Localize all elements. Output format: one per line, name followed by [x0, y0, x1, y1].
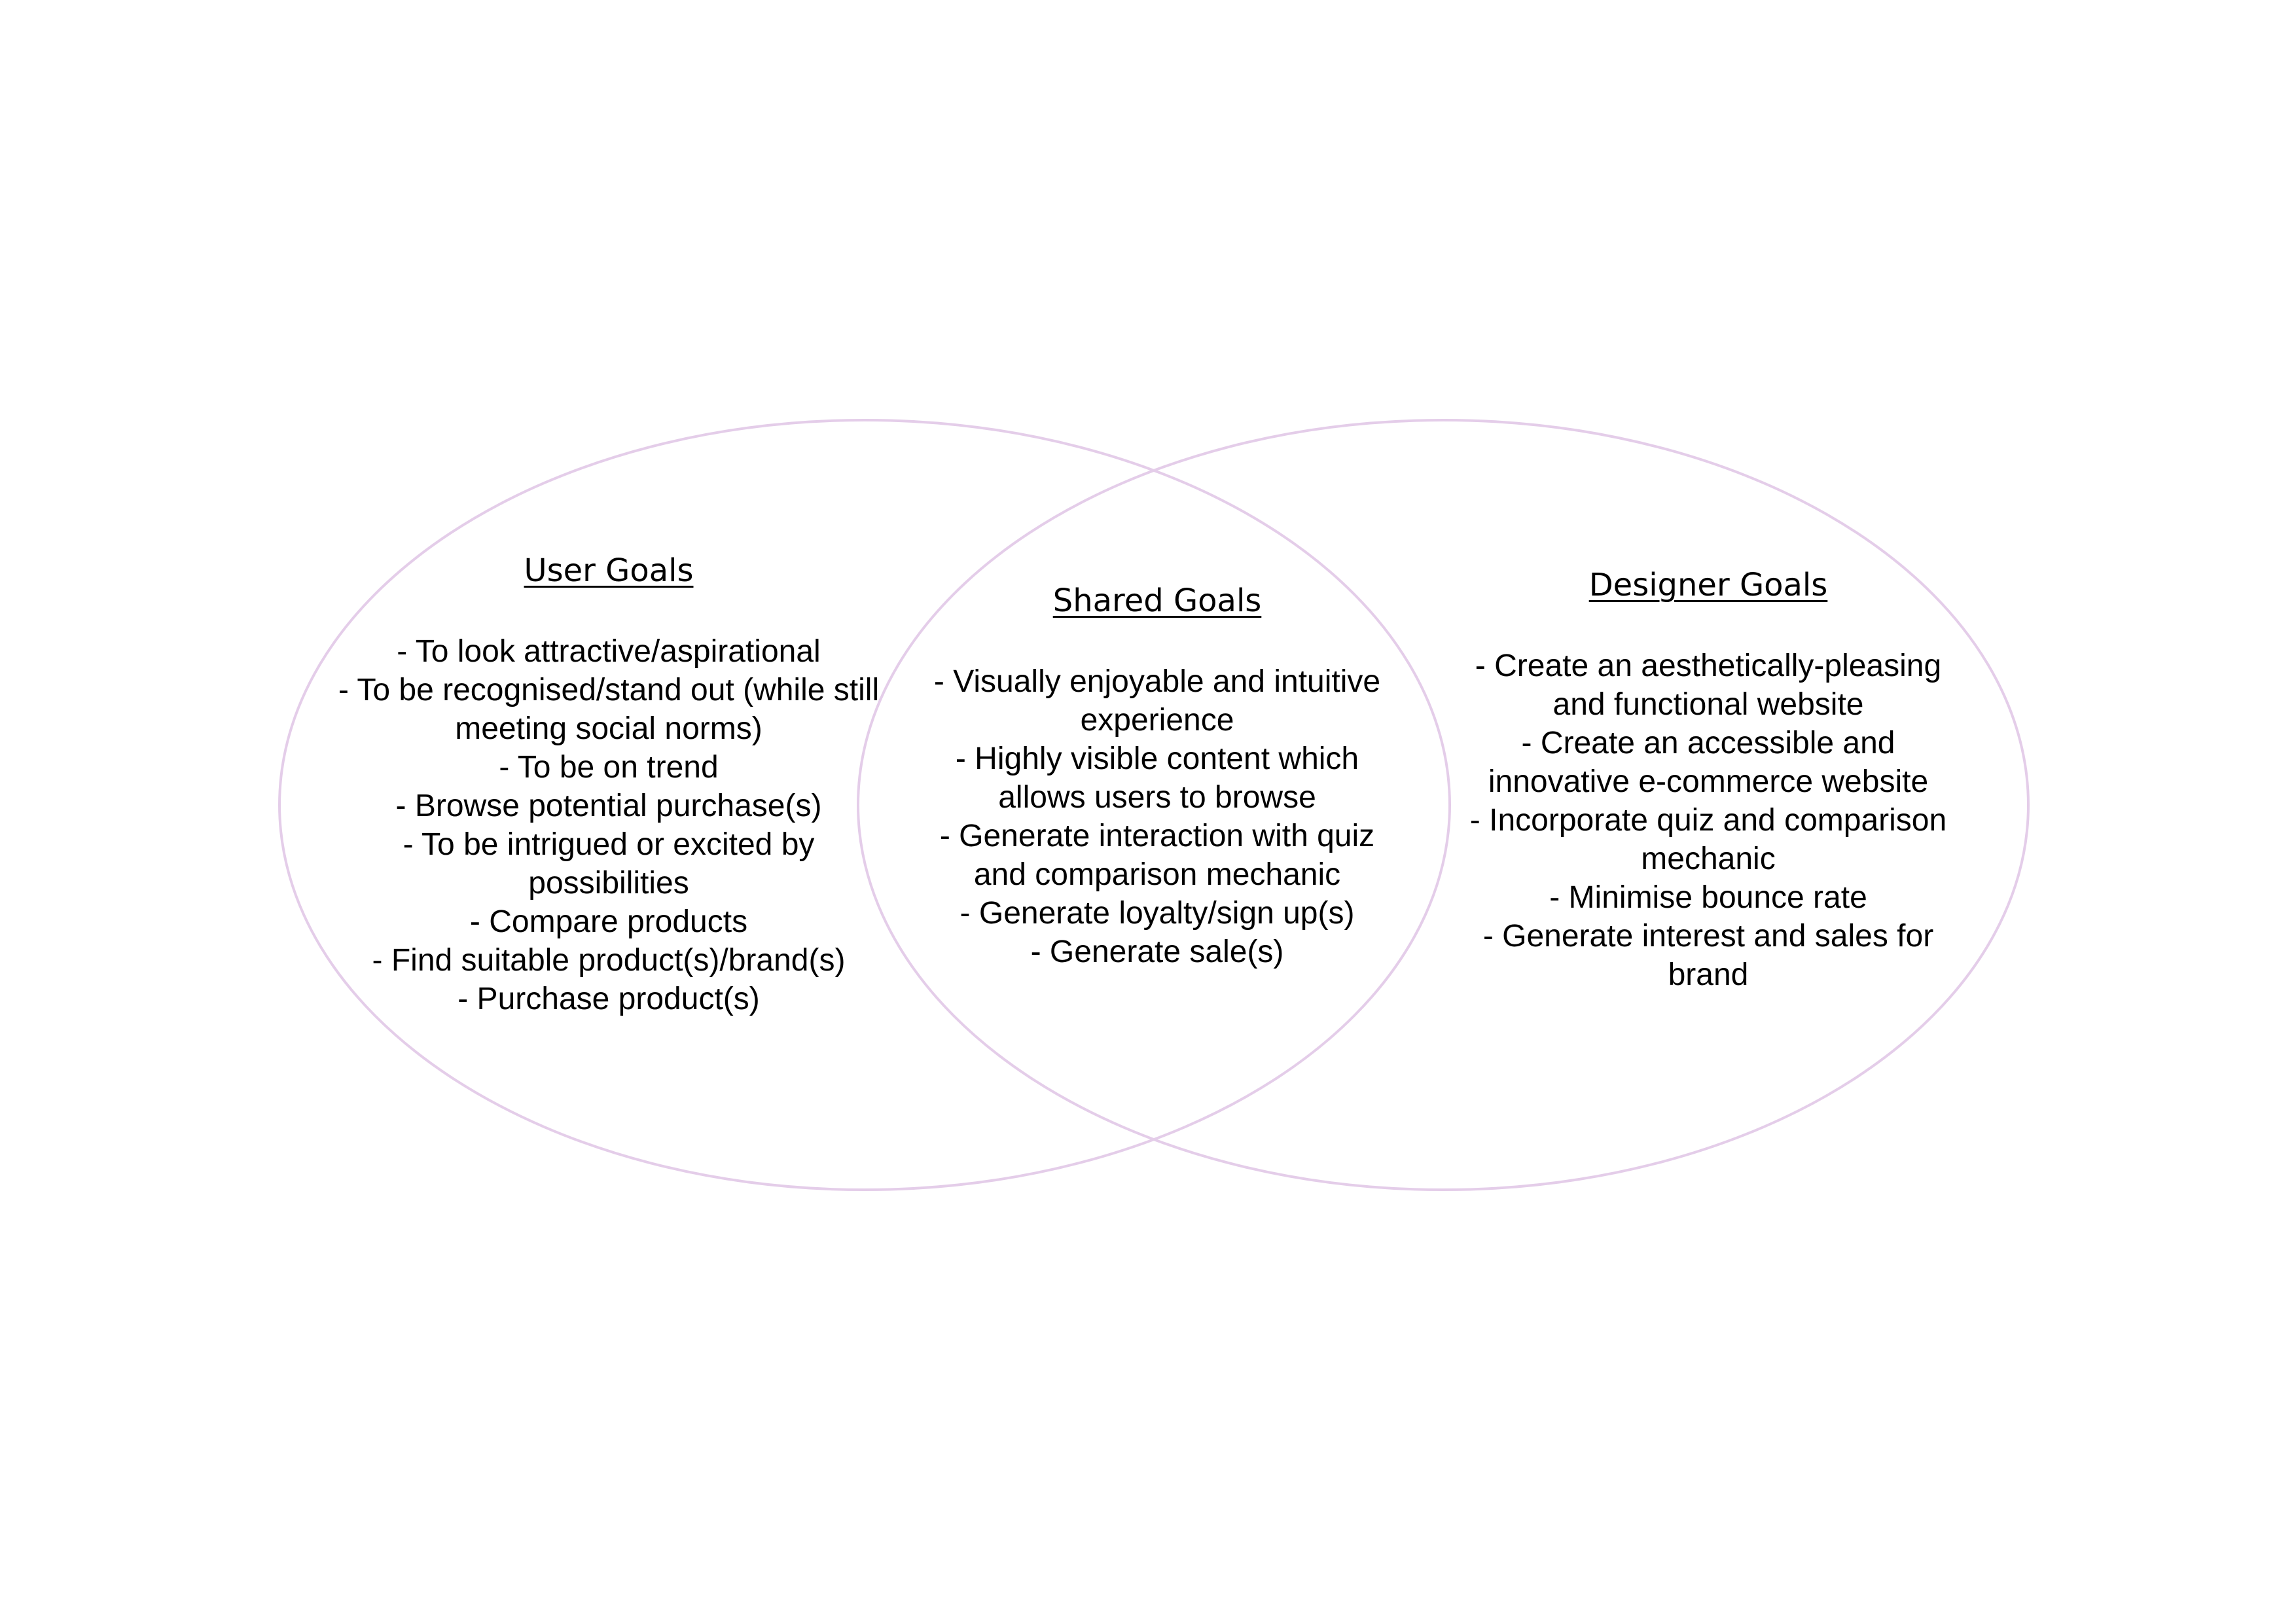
user-goal-item: - Compare products [469, 904, 748, 939]
designer-goals-circle [857, 419, 2030, 1191]
user-goal-item: - To be on trend [499, 750, 719, 785]
shared-goal-item: - Visually enjoyable and intuitive exper… [933, 664, 1381, 738]
user-goals-title: User Goals [524, 552, 694, 589]
user-goal-item: - To be recognised/stand out (while stil… [338, 673, 880, 746]
user-goals-circle [278, 419, 1451, 1191]
shared-goal-item: - Generate interaction with quiz and com… [939, 819, 1375, 892]
designer-goals-list: - Create an aesthetically-pleasing and f… [1446, 647, 1970, 994]
user-goal-item: - To be intrigued or excited by possibil… [403, 827, 815, 901]
shared-goal-item: - Highly visible content which allows us… [955, 741, 1359, 815]
user-goal-item: - To look attractive/aspirational [397, 634, 821, 669]
designer-goals-section: Designer Goals - Create an aesthetically… [1446, 565, 1970, 994]
shared-goal-item: - Generate loyalty/sign up(s) [960, 896, 1355, 931]
shared-goal-item: - Generate sale(s) [1030, 935, 1284, 969]
user-goal-item: - Find suitable product(s)/brand(s) [372, 943, 846, 978]
shared-goals-title: Shared Goals [1052, 582, 1262, 619]
user-goal-item: - Browse potential purchase(s) [395, 789, 822, 823]
designer-goal-item: - Generate interest and sales for brand [1482, 919, 1934, 992]
user-goals-section: User Goals - To look attractive/aspirati… [327, 551, 890, 1018]
shared-goals-list: - Visually enjoyable and intuitive exper… [915, 662, 1399, 971]
user-goal-item: - Purchase product(s) [457, 982, 760, 1016]
shared-goals-section: Shared Goals - Visually enjoyable and in… [915, 581, 1399, 971]
designer-goal-item: - Incorporate quiz and comparison mechan… [1469, 803, 1947, 876]
designer-goals-title: Designer Goals [1588, 567, 1828, 603]
designer-goal-item: - Create an accessible and innovative e-… [1488, 726, 1929, 799]
designer-goal-item: - Create an aesthetically-pleasing and f… [1475, 649, 1942, 722]
designer-goal-item: - Minimise bounce rate [1549, 880, 1867, 915]
user-goals-list: - To look attractive/aspirational - To b… [327, 632, 890, 1018]
